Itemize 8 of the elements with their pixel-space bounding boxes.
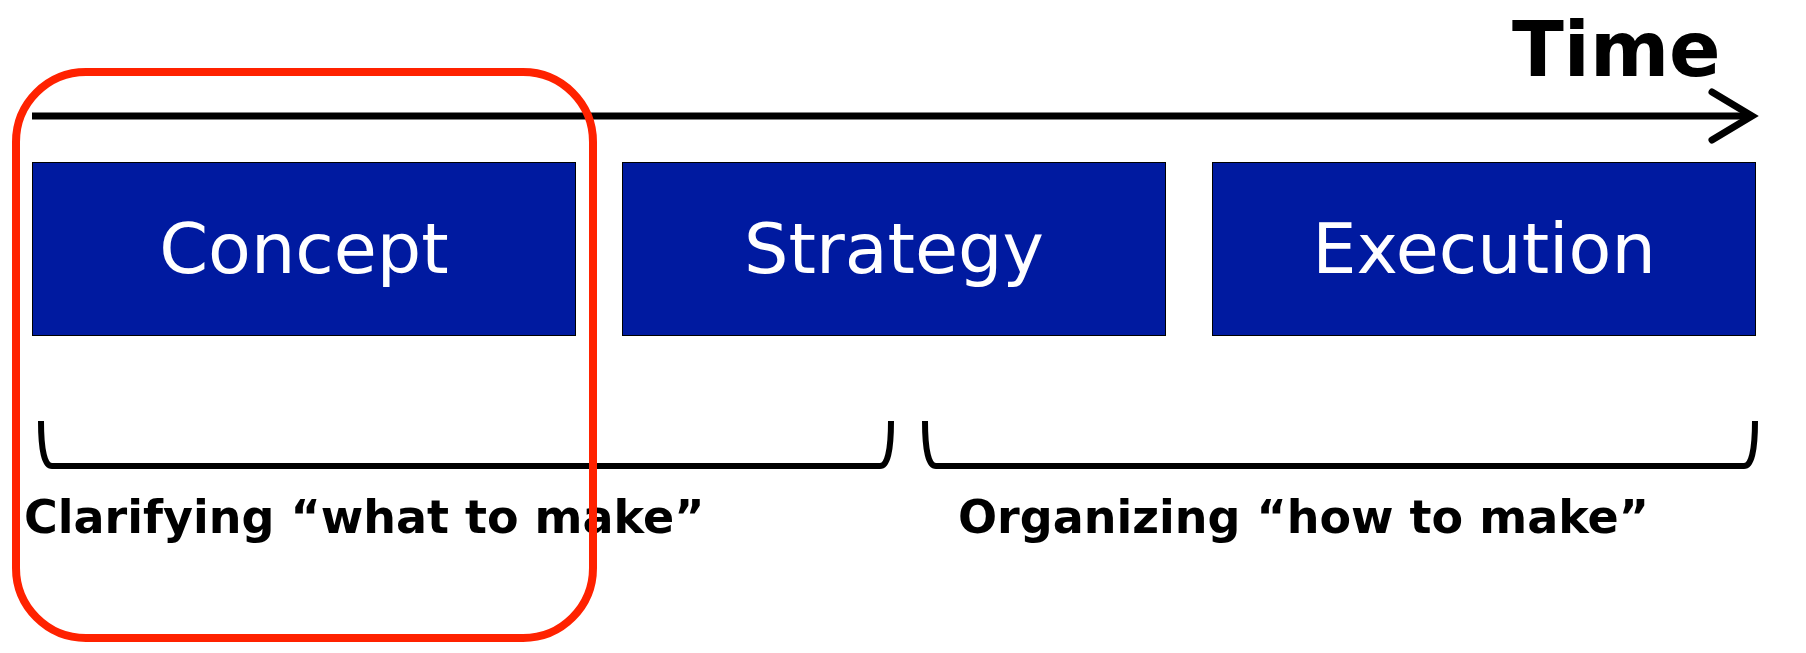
phase-group-label: Organizing “how to make” [958, 492, 1649, 543]
phase-box [622, 162, 1166, 336]
phase-label: Execution [1312, 208, 1656, 290]
axis-label: Time [1512, 8, 1721, 92]
phase-label: Concept [159, 208, 449, 290]
phase-box [1212, 162, 1756, 336]
phase-box [32, 162, 576, 336]
phase-label: Strategy [744, 208, 1044, 290]
